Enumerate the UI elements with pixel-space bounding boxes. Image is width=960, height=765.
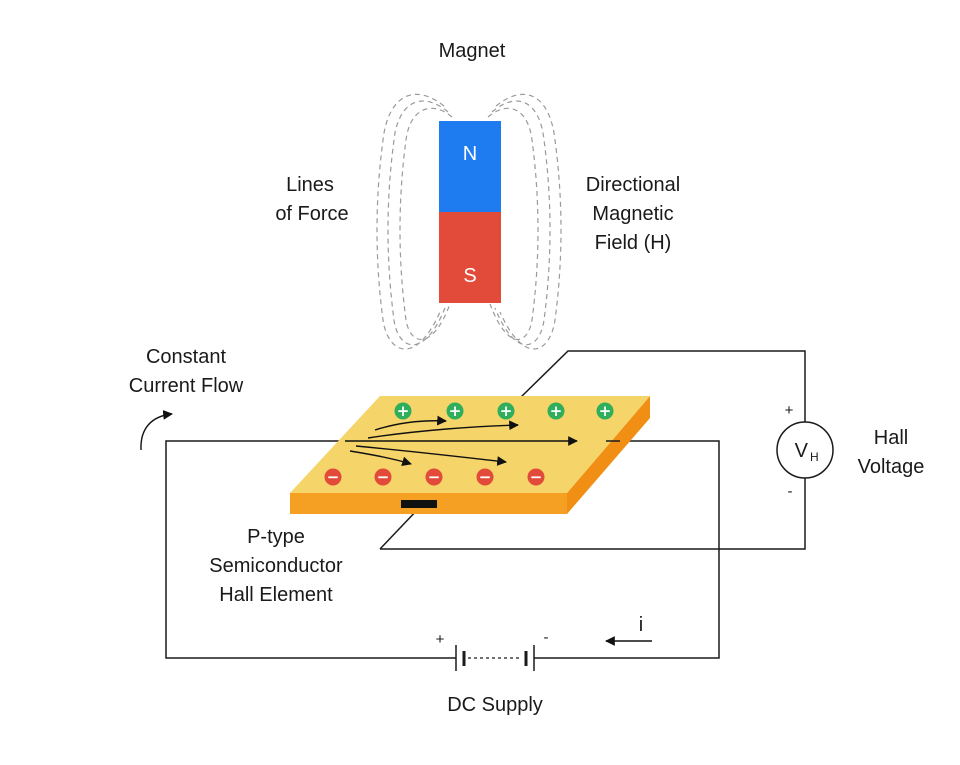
hall-wire-top (519, 350, 806, 422)
positive-charge: + (547, 402, 565, 420)
supply-wire-right (534, 440, 720, 659)
south-pole-label: S (463, 265, 476, 287)
positive-charge: + (394, 402, 412, 420)
supply-plus: + (436, 631, 445, 648)
plate-top-face (290, 396, 650, 493)
voltmeter-icon (776, 421, 834, 479)
plate-side-face (567, 396, 650, 514)
negative-charge: − (374, 468, 392, 486)
battery-icon (455, 645, 535, 671)
dc-supply-label: DC Supply (447, 694, 543, 716)
semiconductor-label-3: Hall Element (219, 584, 333, 606)
semiconductor-label-1: P-type (247, 526, 305, 548)
lines-of-force-label-1: Lines (286, 174, 334, 196)
svg-text:−: − (327, 468, 340, 486)
positive-charge: + (497, 402, 515, 420)
current-flow-label-2: Current Flow (129, 375, 244, 397)
voltmeter-minus: - (788, 483, 793, 500)
voltmeter-subscript: H (810, 450, 819, 464)
lines-of-force-label-2: of Force (275, 203, 348, 225)
positive-charges: + + + + + (394, 402, 614, 420)
svg-text:−: − (479, 468, 492, 486)
magnetic-field-label-1: Directional (586, 174, 680, 196)
supply-wire-left (165, 440, 456, 659)
magnet-title: Magnet (439, 40, 506, 62)
carrier-flow-arrows (345, 415, 578, 467)
hall-wire-bottom (380, 478, 806, 550)
supply-minus: - (544, 629, 549, 646)
hall-voltage-label-1: Hall (874, 427, 908, 449)
magnetic-field-label-3: Field (H) (595, 232, 672, 254)
svg-text:+: + (397, 402, 410, 420)
svg-text:+: + (599, 402, 612, 420)
svg-text:+: + (550, 402, 563, 420)
negative-charge: − (527, 468, 545, 486)
current-label: i (639, 614, 643, 636)
magnet-south-pole (439, 212, 501, 303)
current-flow-arrow (140, 410, 173, 451)
magnet-north-pole (439, 121, 501, 212)
svg-text:−: − (530, 468, 543, 486)
negative-charge: − (476, 468, 494, 486)
positive-charge: + (596, 402, 614, 420)
current-flow-label-1: Constant (146, 346, 226, 368)
magnetic-field-label-2: Magnetic (592, 203, 673, 225)
voltmeter-symbol: V (795, 440, 809, 462)
svg-text:+: + (449, 402, 462, 420)
negative-charge: − (425, 468, 443, 486)
svg-text:+: + (500, 402, 513, 420)
positive-charge: + (446, 402, 464, 420)
semiconductor-label-2: Semiconductor (209, 555, 343, 577)
hall-voltage-label-2: Voltage (858, 456, 925, 478)
negative-charge: − (324, 468, 342, 486)
svg-text:−: − (428, 468, 441, 486)
voltmeter-plus: + (785, 402, 794, 419)
hall-contact-bottom (401, 500, 437, 508)
magnetic-field-lines (376, 93, 562, 350)
north-pole-label: N (463, 143, 477, 165)
negative-charges: − − − − − (324, 468, 545, 486)
svg-text:−: − (377, 468, 390, 486)
